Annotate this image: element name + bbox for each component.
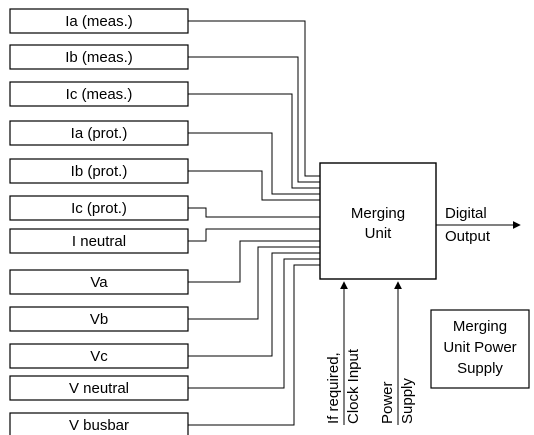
input-box-ia-meas <box>9 8 189 34</box>
wire-ia-meas <box>188 20 320 177</box>
wire-i-neutral <box>188 228 320 242</box>
input-box-vb <box>9 306 189 332</box>
wire-ib-meas <box>188 56 320 183</box>
input-box-vc <box>9 343 189 369</box>
input-label-ic-meas: Ic (meas.) <box>66 86 133 103</box>
power-supply-label-line2: Supply <box>399 378 416 424</box>
wire-v-busbar <box>188 264 320 426</box>
input-label-va: Va <box>90 274 108 291</box>
wire-vb <box>188 246 320 320</box>
input-box-ib-prot <box>9 158 189 184</box>
input-label-v-busbar: V busbar <box>69 417 129 434</box>
wire-v-neutral <box>188 258 320 389</box>
input-label-ic-prot: Ic (prot.) <box>71 200 127 217</box>
power-unit-label-line3: Supply <box>457 360 503 377</box>
input-label-vb: Vb <box>90 311 108 328</box>
digital-output-label-line2: Output <box>445 228 491 245</box>
input-box-ic-meas <box>9 81 189 107</box>
wire-ib-prot <box>188 170 320 201</box>
clock-input-label-line2: Clock Input <box>345 348 362 424</box>
input-box-ia-prot <box>9 120 189 146</box>
input-wires <box>188 20 320 426</box>
merging-unit-label-line1: Merging <box>351 205 405 222</box>
input-label-ia-meas: Ia (meas.) <box>65 13 133 30</box>
input-label-ib-prot: Ib (prot.) <box>71 163 128 180</box>
input-label-i-neutral: I neutral <box>72 233 126 250</box>
input-box-ic-prot <box>9 195 189 221</box>
input-box-va <box>9 269 189 295</box>
input-label-vc: Vc <box>90 348 108 365</box>
merging-unit-box <box>319 162 437 280</box>
wire-va <box>188 240 320 283</box>
wire-vc <box>188 252 320 357</box>
input-label-v-neutral: V neutral <box>69 380 129 397</box>
input-label-ia-prot: Ia (prot.) <box>71 125 128 142</box>
power-supply-label-line1: Power <box>379 381 396 424</box>
input-box-i-neutral <box>9 228 189 254</box>
power-unit-label-line2: Unit Power <box>443 339 516 356</box>
input-box-v-busbar <box>9 412 189 435</box>
wire-ic-prot <box>188 207 320 218</box>
input-box-ib-meas <box>9 44 189 70</box>
digital-output-label-line1: Digital <box>445 205 487 222</box>
input-label-ib-meas: Ib (meas.) <box>65 49 133 66</box>
input-box-v-neutral <box>9 375 189 401</box>
clock-input-label-line1: If required, <box>325 352 342 424</box>
merging-unit-power-supply-box <box>430 309 530 389</box>
input-boxes: Ia (meas.) Ib (meas.) Ic (meas.) Ia (pro… <box>9 8 189 435</box>
wire-ia-prot <box>188 132 320 195</box>
power-unit-label-line1: Merging <box>453 318 507 335</box>
wire-ic-meas <box>188 93 320 189</box>
merging-unit-label-line2: Unit <box>365 225 393 242</box>
